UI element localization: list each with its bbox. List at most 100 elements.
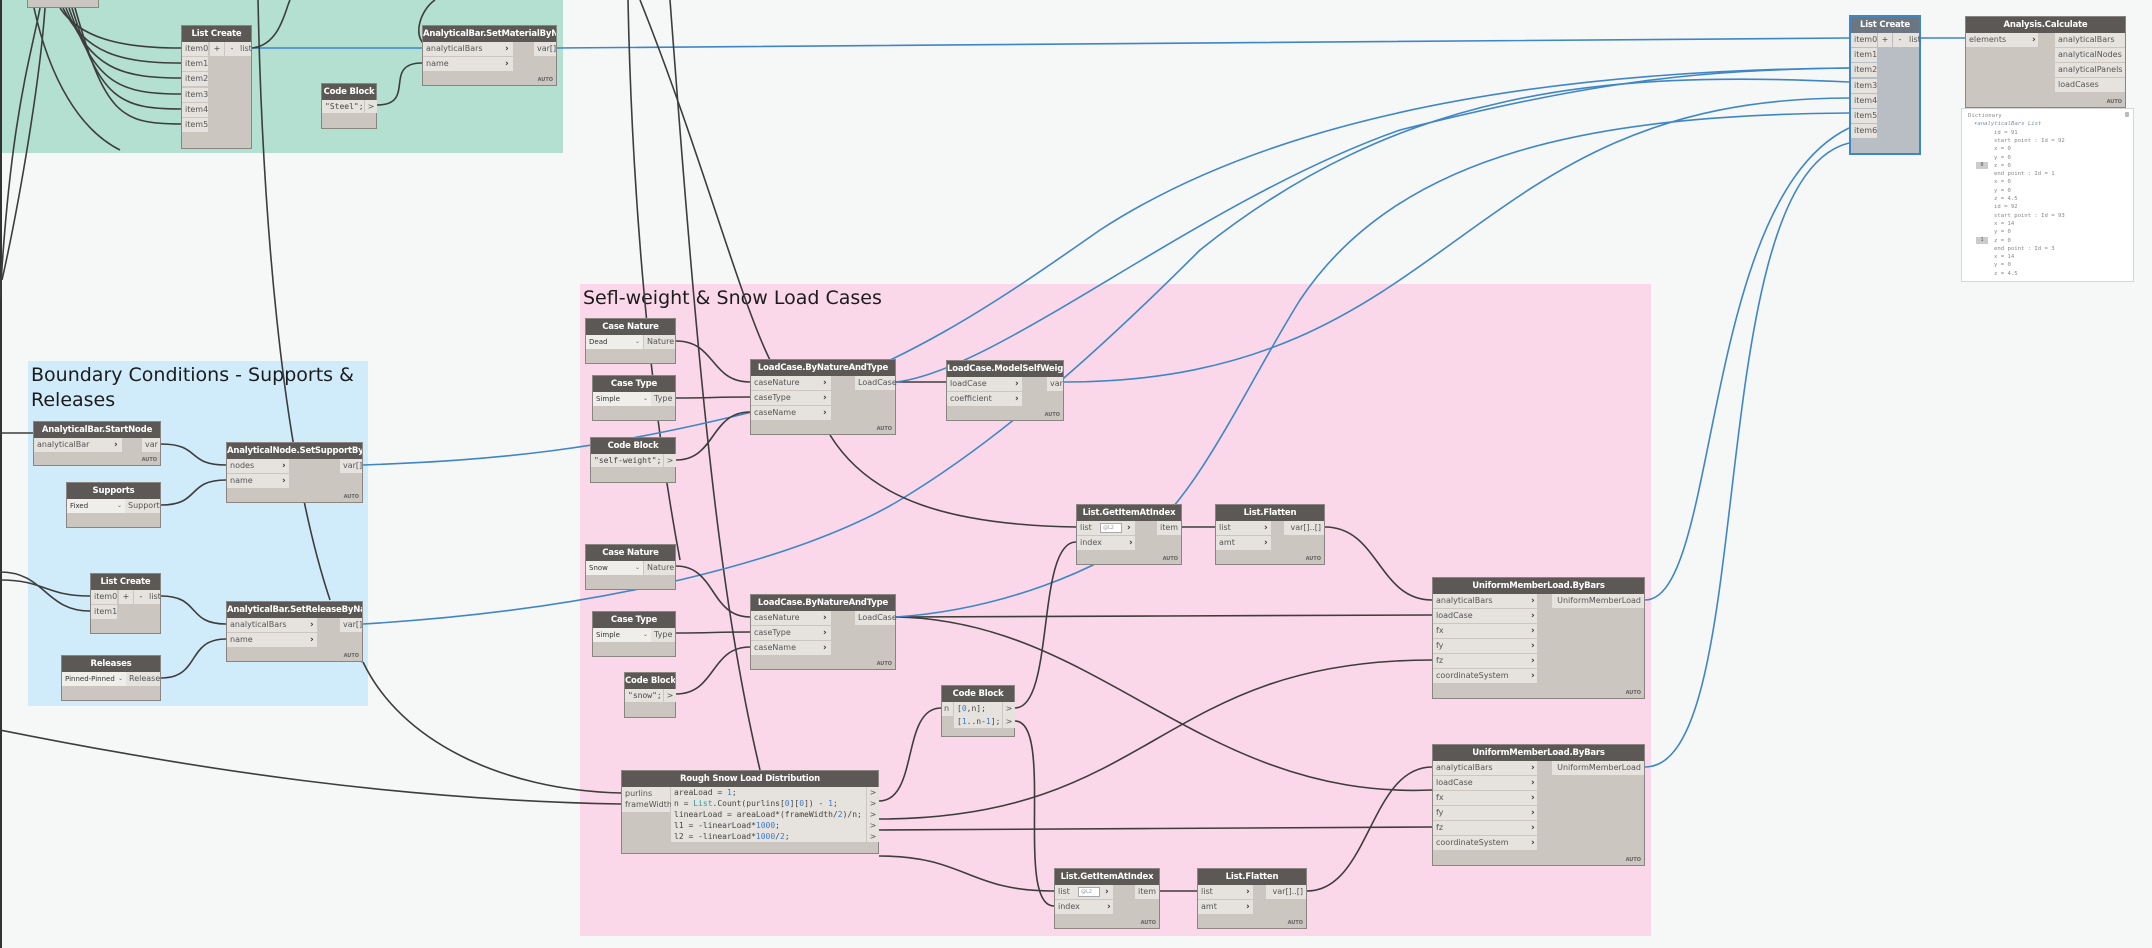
- list-flatten-node[interactable]: List.Flatten list › amt › var[]..[] AUTO: [1197, 868, 1307, 929]
- output-port[interactable]: analyticalPanels: [2055, 63, 2125, 77]
- snow-distribution-code-node[interactable]: Rough Snow Load Distribution purlins fra…: [621, 770, 879, 854]
- output-port[interactable]: analyticalBars: [2055, 33, 2125, 47]
- input-port[interactable]: item5: [1851, 109, 1877, 123]
- input-port[interactable]: caseType: [751, 626, 831, 640]
- case-nature-node[interactable]: Case Nature Dead⌄ Nature: [585, 318, 676, 364]
- uniform-member-load-node[interactable]: UniformMemberLoad.ByBars analyticalBars …: [1432, 744, 1645, 866]
- input-port[interactable]: name: [227, 633, 317, 647]
- output-port[interactable]: LoadCase: [855, 611, 897, 625]
- model-self-weight-node[interactable]: LoadCase.ModelSelfWeight loadCase › coef…: [946, 360, 1064, 421]
- code-block-node[interactable]: Code Block n [0,n]; > [1..n-1]; >: [941, 685, 1015, 737]
- level-stepper[interactable]: @L2: [1100, 523, 1122, 533]
- input-port[interactable]: item0: [182, 42, 208, 56]
- output-port[interactable]: >: [867, 831, 879, 842]
- input-port[interactable]: item0: [1851, 33, 1877, 47]
- input-port[interactable]: item5: [182, 118, 208, 132]
- output-port[interactable]: analyticalNodes: [2055, 48, 2125, 62]
- remove-input-button[interactable]: -: [134, 590, 148, 604]
- input-port[interactable]: item3: [182, 88, 208, 102]
- code-text[interactable]: "self-weight";: [591, 454, 663, 467]
- output-port[interactable]: list: [237, 42, 252, 56]
- output-port[interactable]: Nature: [644, 561, 675, 575]
- output-port[interactable]: var[]: [340, 618, 362, 632]
- case-type-node[interactable]: Case Type Simple⌄ Type: [592, 611, 676, 657]
- output-port[interactable]: Nature: [644, 335, 675, 349]
- add-input-button[interactable]: +: [119, 590, 133, 604]
- output-port[interactable]: UniformMemberLoad: [1552, 594, 1644, 608]
- output-port[interactable]: >: [1003, 702, 1015, 715]
- input-port[interactable]: fz: [1433, 654, 1537, 668]
- code-line[interactable]: linearLoad = areaLoad*(frameWidth/2)/n;: [671, 809, 866, 820]
- input-port[interactable]: elements: [1966, 33, 2038, 47]
- supports-select[interactable]: Fixed⌄: [67, 499, 125, 513]
- input-port[interactable]: list: [1198, 885, 1253, 899]
- input-port[interactable]: loadCase: [1433, 609, 1537, 623]
- code-line[interactable]: n = List.Count(purlins[0][0]) - 1;: [671, 798, 866, 809]
- releases-dropdown-node[interactable]: Releases Pinned-Pinned⌄ Release: [61, 655, 161, 701]
- output-port[interactable]: var[]: [340, 459, 362, 473]
- input-port[interactable]: analyticalBars: [1433, 594, 1537, 608]
- input-port[interactable]: name: [227, 474, 289, 488]
- input-port[interactable]: list: [1077, 521, 1097, 535]
- input-port[interactable]: item1: [91, 605, 117, 619]
- level-stepper[interactable]: @L2: [1078, 887, 1100, 897]
- input-port[interactable]: analyticalBars: [1433, 761, 1537, 775]
- case-type-select[interactable]: Simple⌄: [593, 392, 651, 406]
- start-node-node[interactable]: AnalyticalBar.StartNode analyticalBar › …: [33, 421, 161, 466]
- input-port[interactable]: n: [942, 702, 953, 716]
- load-case-node[interactable]: LoadCase.ByNatureAndType caseNature › ca…: [750, 359, 897, 435]
- input-port[interactable]: coordinateSystem: [1433, 836, 1537, 850]
- pin-icon[interactable]: [2125, 112, 2129, 117]
- output-port[interactable]: loadCases: [2055, 78, 2125, 92]
- input-port[interactable]: index: [1077, 536, 1135, 550]
- input-port[interactable]: caseNature: [751, 376, 831, 390]
- output-port[interactable]: var: [1047, 377, 1063, 391]
- input-port[interactable]: caseType: [751, 391, 831, 405]
- output-port[interactable]: >: [867, 820, 879, 831]
- load-case-node[interactable]: LoadCase.ByNatureAndType caseNature › ca…: [750, 594, 897, 670]
- output-port[interactable]: >: [664, 454, 676, 467]
- remove-input-button[interactable]: -: [1893, 33, 1907, 47]
- input-port[interactable]: caseNature: [751, 611, 831, 625]
- add-input-button[interactable]: +: [1878, 33, 1892, 47]
- code-text[interactable]: "Steel";: [322, 100, 364, 113]
- input-port[interactable]: purlins: [622, 787, 670, 801]
- supports-dropdown-node[interactable]: Supports Fixed⌄ Support: [66, 482, 161, 528]
- list-flatten-node[interactable]: List.Flatten list › amt › var[]..[] AUTO: [1215, 504, 1325, 565]
- list-create-node[interactable]: List Create item0 + - list item1: [90, 573, 161, 634]
- input-port[interactable]: analyticalBars: [423, 42, 513, 56]
- input-port[interactable]: fx: [1433, 624, 1537, 638]
- output-port[interactable]: >: [867, 798, 879, 809]
- case-nature-node[interactable]: Case Nature Snow⌄ Nature: [585, 544, 676, 590]
- remove-input-button[interactable]: -: [225, 42, 239, 56]
- output-port[interactable]: >: [867, 809, 879, 820]
- input-port[interactable]: fz: [1433, 821, 1537, 835]
- add-input-button[interactable]: +: [210, 42, 224, 56]
- input-port[interactable]: item4: [1851, 94, 1877, 108]
- analysis-calculate-node[interactable]: Analysis.Calculate elements › analytical…: [1965, 16, 2126, 108]
- set-material-node[interactable]: AnalyticalBar.SetMaterialByName analytic…: [422, 25, 557, 86]
- code-line[interactable]: l1 = -linearLoad*1000;: [671, 820, 866, 831]
- output-port[interactable]: list: [1906, 33, 1921, 47]
- output-port[interactable]: var[]..[]: [1266, 885, 1306, 899]
- input-port[interactable]: caseName: [751, 641, 831, 655]
- input-port[interactable]: item1: [1851, 48, 1877, 62]
- input-port[interactable]: item0: [91, 590, 117, 604]
- output-port[interactable]: list: [146, 590, 161, 604]
- output-port[interactable]: >: [867, 787, 879, 798]
- input-port[interactable]: list: [1055, 885, 1075, 899]
- input-port[interactable]: caseName: [751, 406, 831, 420]
- output-port[interactable]: item: [1135, 885, 1159, 899]
- input-port[interactable]: amt: [1198, 900, 1253, 914]
- output-port[interactable]: UniformMemberLoad: [1552, 761, 1644, 775]
- input-port[interactable]: item2: [1851, 63, 1877, 77]
- code-line[interactable]: [0,n];: [954, 702, 1002, 715]
- input-port[interactable]: analyticalBars: [227, 618, 317, 632]
- output-port[interactable]: LoadCase: [855, 376, 897, 390]
- get-item-at-index-node[interactable]: List.GetItemAtIndex list @L2 › index › i…: [1076, 504, 1182, 565]
- connector-wire[interactable]: [1644, 127, 1850, 601]
- releases-select[interactable]: Pinned-Pinned⌄: [62, 672, 126, 686]
- input-port[interactable]: item4: [182, 103, 208, 117]
- output-port[interactable]: >: [1003, 715, 1015, 728]
